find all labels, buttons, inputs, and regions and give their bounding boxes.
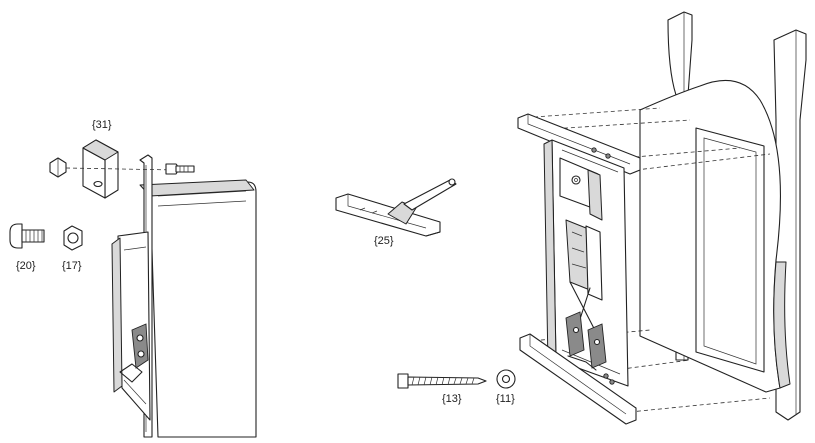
bracket-bolt-icon <box>165 163 195 175</box>
part-label-17: {17} <box>62 260 82 272</box>
bracket-assembly-line <box>65 167 177 171</box>
washer-11-icon <box>496 369 516 389</box>
part-label-20: {20} <box>16 260 36 272</box>
cabinet-side-view <box>111 154 257 438</box>
bracket-nut-icon <box>49 157 67 178</box>
part-label-25: {25} <box>374 235 394 247</box>
wall-assembly <box>639 11 807 421</box>
part-label-31: {31} <box>92 119 112 131</box>
lift-mechanism <box>517 107 771 425</box>
bolt-20-icon <box>9 223 45 249</box>
part-label-11: {11} <box>496 393 515 405</box>
nut-17-icon <box>63 225 83 251</box>
mounting-arm-25 <box>335 178 457 237</box>
u-bracket-31 <box>82 139 119 199</box>
wood-screw-13-icon <box>397 373 487 389</box>
part-label-13: {13} <box>442 393 462 405</box>
